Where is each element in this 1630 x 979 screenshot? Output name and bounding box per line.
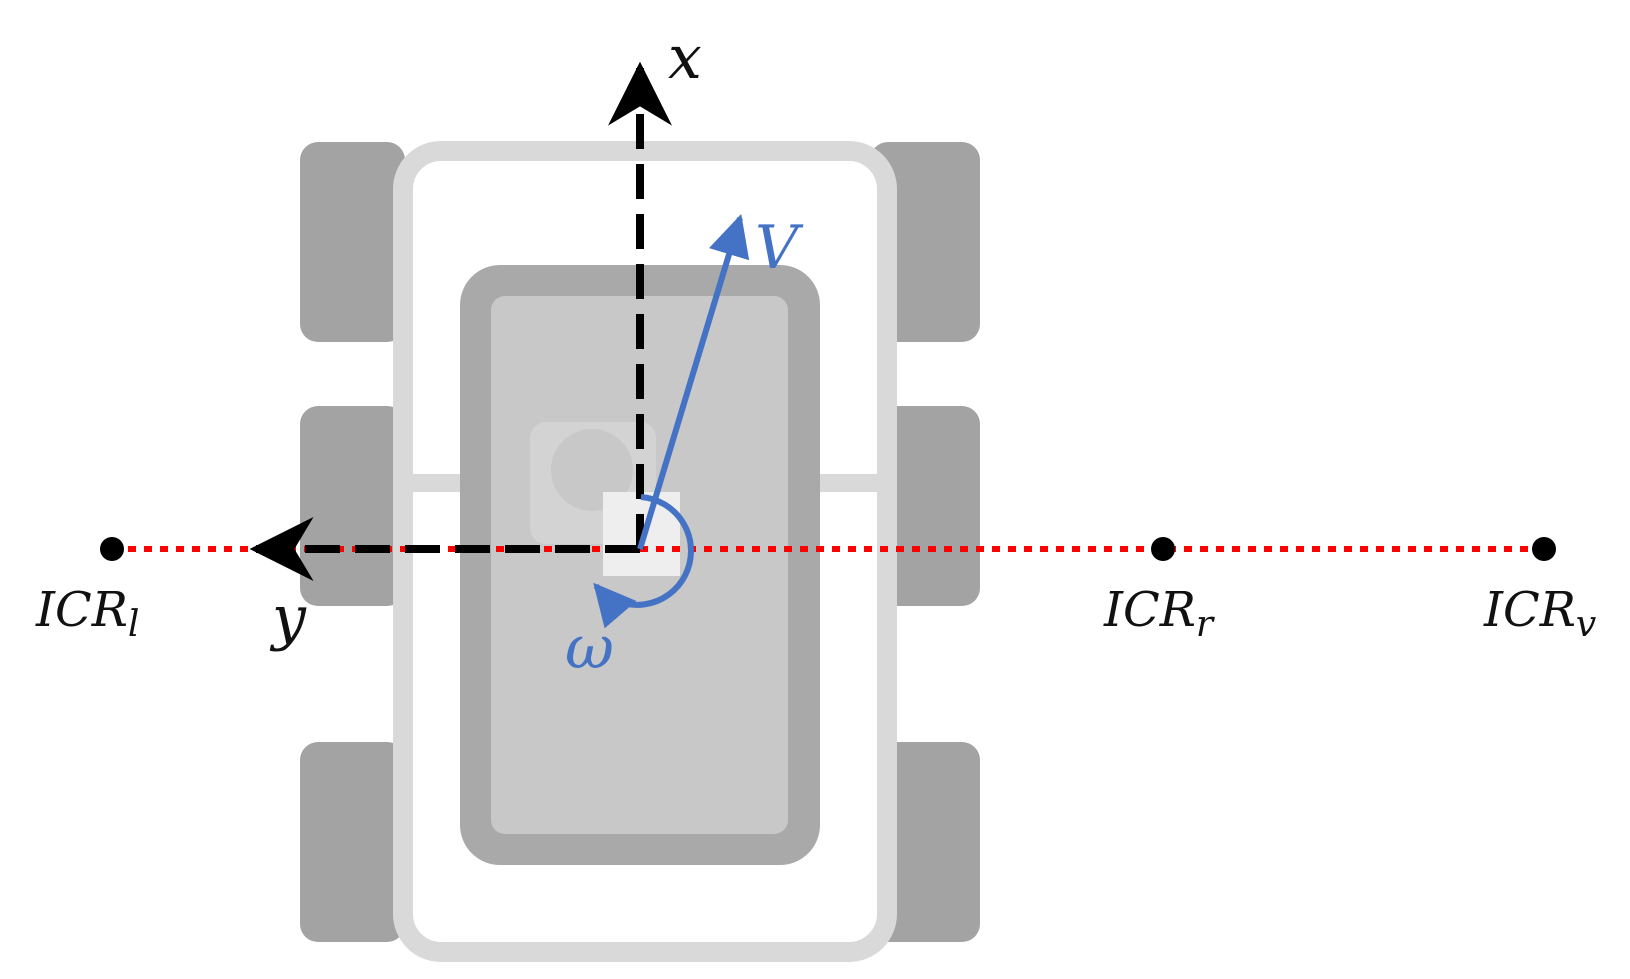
icr-right-sub: r (1196, 604, 1215, 645)
icr-right-point (1151, 537, 1175, 561)
wheel-front-left (300, 142, 405, 342)
velocity-vector (637, 213, 750, 550)
icr-left-base: ICR (35, 582, 128, 638)
wheel-rear-left (300, 742, 405, 942)
icr-vehicle-label: ICRv (1483, 582, 1596, 645)
center-module-disc (551, 429, 633, 511)
y-axis-label: y (269, 583, 307, 653)
icr-left-label: ICRl (35, 582, 139, 645)
icr-right-label: ICRr (1103, 582, 1215, 645)
wheel-rear-right (870, 742, 980, 942)
wheels (300, 142, 980, 942)
icr-vehicle-base: ICR (1483, 582, 1576, 638)
wheel-front-right (870, 142, 980, 342)
icr-left-sub: l (128, 604, 140, 645)
wheel-middle-right (870, 406, 980, 606)
icr-vehicle-sub: v (1576, 604, 1596, 645)
angular-velocity-label: ω (565, 613, 614, 683)
angular-velocity-arc (593, 494, 694, 629)
x-axis-label: x (668, 23, 702, 93)
wheel-middle-left (300, 406, 405, 606)
icr-left-point (100, 537, 124, 561)
icr-right-base: ICR (1103, 582, 1196, 638)
icr-vehicle-point (1532, 537, 1556, 561)
velocity-label: V (755, 213, 804, 283)
